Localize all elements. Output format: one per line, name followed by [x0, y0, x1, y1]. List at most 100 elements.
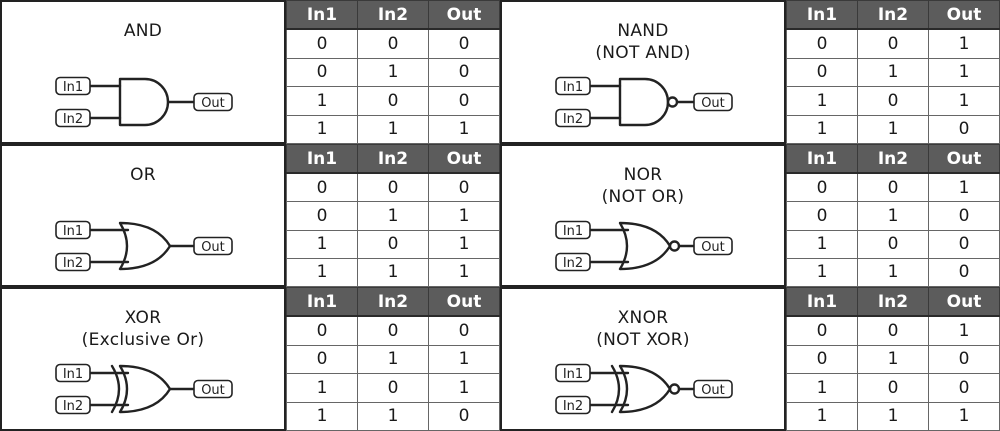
output-label: Out [701, 383, 725, 398]
inversion-bubble [668, 383, 681, 395]
column-header-in2: In2 [857, 0, 929, 30]
or-body [118, 221, 172, 271]
table-cell-in2: 1 [857, 57, 929, 88]
xor-extra-curve [610, 364, 621, 414]
table-cell-in2: 1 [357, 57, 429, 88]
table-cell-in2: 1 [857, 201, 929, 231]
table-cell-in1: 0 [286, 344, 358, 375]
nand-gate-symbol [588, 77, 696, 127]
input-label-in1: In1 [563, 224, 583, 239]
column-header-in2: In2 [857, 144, 929, 174]
table-cell-out: 1 [428, 114, 500, 145]
inversion-bubble [668, 240, 681, 252]
input-label-in1: In1 [63, 367, 83, 382]
table-cell-in2: 0 [357, 229, 429, 259]
output-label-box [193, 379, 233, 399]
input-label-in2: In2 [63, 112, 83, 127]
xor-gate-symbol [88, 364, 196, 414]
nor-gate-symbol [588, 221, 696, 271]
input-label-in2-box [55, 395, 91, 415]
output-label-box [693, 92, 733, 112]
table-cell-in1: 0 [286, 57, 358, 88]
input-label-in1-box [555, 76, 591, 96]
table-cell-out: 1 [928, 315, 1000, 346]
table-cell-in1: 1 [286, 373, 358, 403]
table-cell-in2: 1 [857, 401, 929, 431]
table-cell-in1: 1 [786, 229, 858, 259]
column-header-in2: In2 [357, 287, 429, 317]
output-label: Out [701, 96, 725, 111]
table-cell-in2: 0 [857, 373, 929, 403]
inversion-bubble [666, 96, 679, 108]
table-cell-in1: 0 [786, 172, 858, 203]
xnor-gate-name: XNOR [617, 308, 669, 328]
input-label-in1-box [555, 363, 591, 383]
input-label-in2: In2 [63, 256, 83, 271]
table-cell-in2: 0 [357, 28, 429, 59]
output-label-box [193, 92, 233, 112]
table-cell-out: 0 [428, 57, 500, 88]
table-cell-in1: 1 [786, 373, 858, 403]
table-cell-out: 1 [928, 86, 1000, 116]
table-cell-out: 0 [928, 201, 1000, 231]
and-gate-symbol [88, 77, 196, 127]
input-label-in1: In1 [563, 80, 583, 95]
table-cell-in1: 0 [286, 28, 358, 59]
table-cell-in1: 0 [786, 315, 858, 346]
table-cell-in2: 0 [857, 315, 929, 346]
column-header-in1: In1 [786, 287, 858, 317]
table-cell-in2: 0 [357, 315, 429, 346]
table-cell-in1: 1 [786, 86, 858, 116]
column-header-in1: In1 [286, 144, 358, 174]
column-header-in1: In1 [286, 0, 358, 30]
table-cell-out: 1 [928, 28, 1000, 59]
column-header-in1: In1 [786, 0, 858, 30]
input-label-in1: In1 [63, 224, 83, 239]
output-label-box [693, 236, 733, 256]
column-header-in1: In1 [286, 287, 358, 317]
and-body [118, 77, 170, 127]
output-label: Out [201, 96, 225, 111]
table-cell-in2: 1 [357, 201, 429, 231]
table-cell-in1: 1 [786, 114, 858, 145]
xor-body [118, 364, 172, 414]
table-cell-in1: 1 [286, 114, 358, 145]
nor-gate-subtitle: (NOT OR) [601, 187, 685, 207]
table-cell-in1: 1 [286, 86, 358, 116]
table-cell-in1: 0 [786, 57, 858, 88]
column-header-in2: In2 [357, 0, 429, 30]
table-cell-out: 0 [428, 28, 500, 59]
column-header-out: Out [428, 0, 500, 30]
table-cell-in2: 0 [857, 28, 929, 59]
table-cell-in2: 1 [357, 114, 429, 145]
table-cell-out: 1 [428, 373, 500, 403]
